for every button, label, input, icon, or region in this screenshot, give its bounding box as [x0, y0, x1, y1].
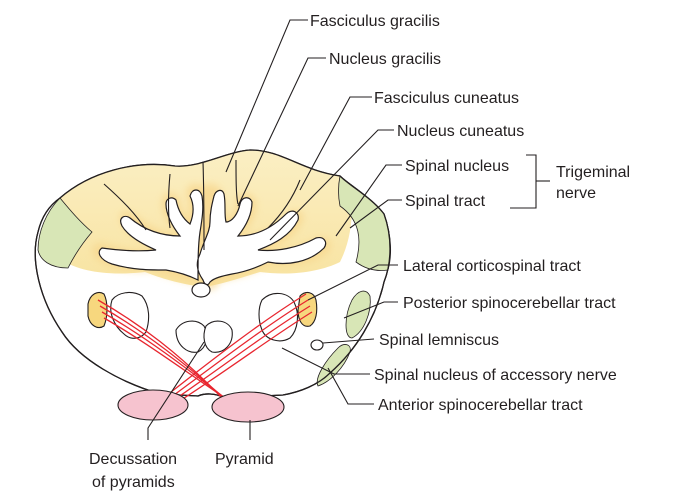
label-pyramid: Pyramid — [215, 451, 274, 468]
label-posterior-spinocerebellar: Posterior spinocerebellar tract — [403, 295, 616, 312]
right-pyramid — [212, 392, 284, 422]
central-canal — [192, 283, 210, 297]
leader-fasciculus-gracilis — [226, 20, 308, 172]
left-pyramid — [118, 390, 188, 420]
trigeminal-bracket-top — [526, 155, 536, 181]
label-nucleus-gracilis: Nucleus gracilis — [329, 51, 441, 68]
label-fasciculus-gracilis: Fasciculus gracilis — [310, 13, 440, 30]
label-lateral-corticospinal: Lateral corticospinal tract — [403, 258, 581, 275]
label-decussation-of-pyramids: of pyramids — [92, 474, 175, 491]
left-lateral-corticospinal — [88, 292, 107, 327]
label-decussation: Decussation — [89, 451, 177, 468]
label-trigeminal: Trigeminal — [556, 164, 630, 181]
spinal-lemniscus — [311, 340, 323, 350]
label-spinal-tract: Spinal tract — [405, 193, 486, 210]
label-spinal-lemniscus: Spinal lemniscus — [379, 332, 499, 349]
label-trigeminal-nerve: nerve — [556, 185, 596, 202]
label-spinal-nucleus-accessory: Spinal nucleus of accessory nerve — [374, 367, 617, 384]
label-anterior-spinocerebellar: Anterior spinocerebellar tract — [378, 397, 583, 414]
label-nucleus-cuneatus: Nucleus cuneatus — [397, 123, 524, 140]
label-spinal-nucleus: Spinal nucleus — [405, 158, 509, 175]
trigeminal-bracket-bottom — [510, 181, 536, 208]
label-fasciculus-cuneatus: Fasciculus cuneatus — [374, 90, 519, 107]
